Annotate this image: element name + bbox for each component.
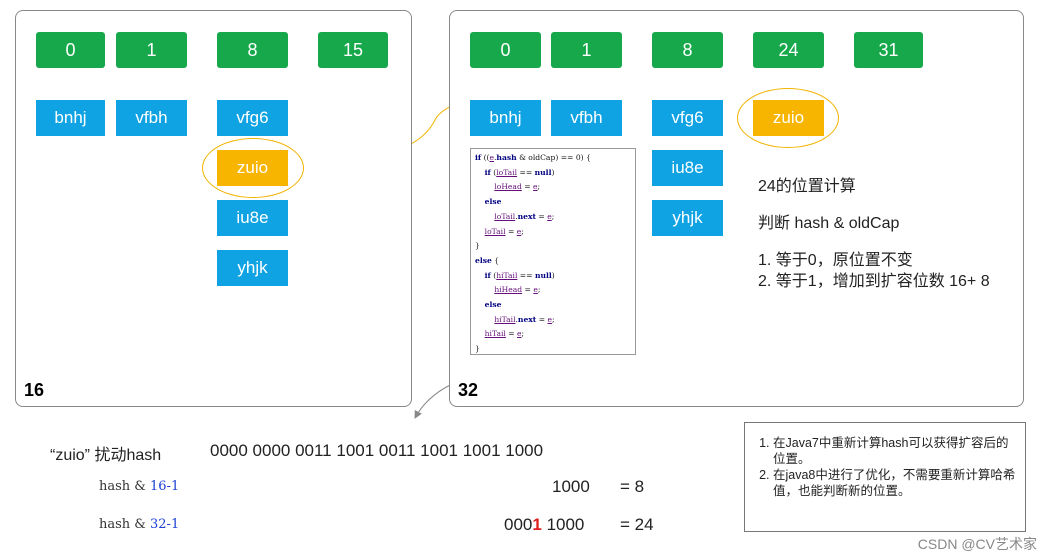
info-heading: 24的位置计算: [758, 178, 856, 195]
note-item: 在Java7中重新计算hash可以获得扩容后的位置。: [773, 435, 1017, 467]
entry-node: bnhj: [470, 100, 541, 136]
index-box: 8: [652, 32, 723, 68]
index-box: 0: [36, 32, 105, 68]
capacity-label: 16: [24, 380, 45, 400]
expr-value: 16-1: [150, 479, 180, 494]
index-box: 8: [217, 32, 288, 68]
index-box: 15: [318, 32, 388, 68]
entry-node: bnhj: [36, 100, 105, 136]
index-box: 1: [551, 32, 622, 68]
info-item: 1. 等于0，原位置不变: [758, 252, 913, 269]
highlight-ring: [202, 138, 304, 198]
entry-node: iu8e: [652, 150, 723, 186]
index-box: 31: [854, 32, 923, 68]
expr-prefix: hash &: [99, 517, 151, 532]
new-bit: 1: [532, 515, 542, 534]
bits-suffix: 1000: [541, 515, 585, 534]
entry-node: iu8e: [217, 200, 288, 236]
entry-node: vfg6: [217, 100, 288, 136]
entry-node: vfbh: [116, 100, 187, 136]
entry-node: vfbh: [551, 100, 622, 136]
watermark: CSDN @CV艺术家: [917, 536, 1037, 552]
note-box: 在Java7中重新计算hash可以获得扩容后的位置。 在java8中进行了优化，…: [744, 422, 1026, 532]
mask-result-bits: 0001 1000: [504, 515, 584, 535]
index-box: 1: [116, 32, 187, 68]
index-box: 0: [470, 32, 541, 68]
resize-code-snippet: if ((e.hash & oldCap) == 0) { if (loTail…: [470, 148, 636, 355]
mask-result-bits: 1000: [552, 477, 590, 496]
index-box: 24: [753, 32, 824, 68]
entry-node: vfg6: [652, 100, 723, 136]
entry-node: yhjk: [217, 250, 288, 286]
mask-expression: hash & 32-1: [99, 517, 179, 532]
mask-result-value: = 8: [620, 477, 645, 496]
mask-result-value: = 24: [620, 515, 654, 534]
expr-prefix: hash &: [99, 479, 151, 494]
entry-node-highlighted: zuio: [217, 150, 288, 186]
entry-node: yhjk: [652, 200, 723, 236]
expr-value: 32-1: [150, 517, 180, 532]
entry-node-highlighted: zuio: [753, 100, 824, 136]
note-item: 在java8中进行了优化，不需要重新计算哈希值，也能判断新的位置。: [773, 467, 1017, 499]
hash-bits: 0000 0000 0011 1001 0011 1001 1001 1000: [210, 441, 544, 460]
bits-prefix: 000: [504, 515, 533, 534]
info-item: 2. 等于1，增加到扩容位数 16+ 8: [758, 273, 990, 290]
highlight-ring: [737, 88, 839, 148]
table-16-panel: [15, 10, 412, 407]
hash-label: “zuio” 扰动hash: [50, 447, 162, 464]
mask-expression: hash & 16-1: [99, 479, 179, 494]
info-condition: 判断 hash & oldCap: [758, 215, 900, 232]
capacity-label: 32: [458, 380, 479, 400]
